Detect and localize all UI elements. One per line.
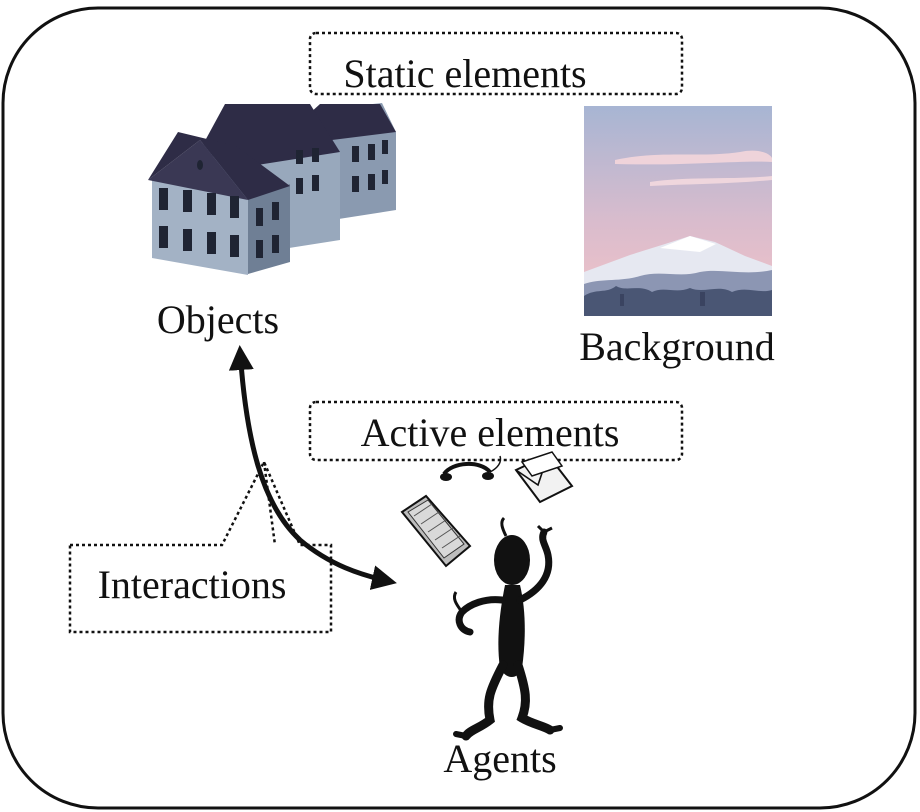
active-elements-label-box: Active elements [308, 400, 684, 462]
background-label: Background [579, 324, 775, 369]
active-elements-label: Active elements [361, 410, 620, 455]
envelope-icon [514, 451, 574, 504]
static-elements-label: Static elements [343, 51, 586, 96]
interactions-label-box: Interactions [68, 459, 333, 634]
interaction-arrow [228, 345, 397, 590]
landscape-icon [584, 106, 772, 316]
outer-frame [1, 6, 917, 810]
juggler-agent-icon [452, 516, 563, 741]
keyboard-icon [400, 494, 472, 568]
agents-label: Agents [443, 736, 556, 781]
objects-label: Objects [157, 297, 279, 342]
interactions-label: Interactions [98, 562, 287, 607]
building-icon [148, 103, 396, 275]
static-elements-label-box: Static elements [308, 31, 684, 96]
telephone-icon [440, 455, 502, 481]
